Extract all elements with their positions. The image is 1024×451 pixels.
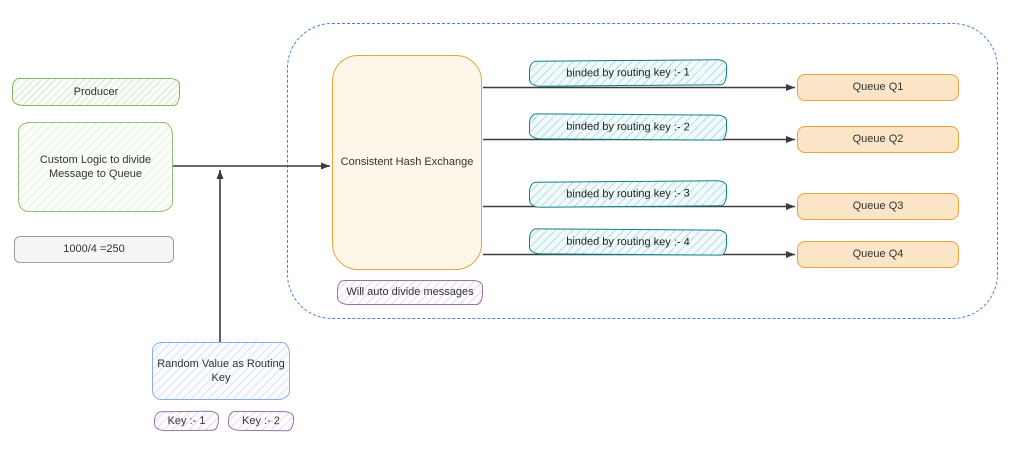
- queue-q3-node: Queue Q3: [797, 193, 959, 220]
- binding-label-4: binded by routing key :- 4: [528, 228, 728, 256]
- key-2-node: Key :- 2: [227, 410, 295, 432]
- queue-q1-node: Queue Q1: [797, 74, 959, 101]
- producer-node: Producer: [12, 78, 180, 106]
- binding-label-2: binded by routing key :- 2: [528, 113, 728, 141]
- auto-divide-note: Will auto divide messages: [337, 280, 483, 305]
- binding-label-1: binded by routing key :- 1: [528, 59, 728, 87]
- binding-label-3: binded by routing key :- 3: [528, 180, 728, 208]
- random-value-node: Random Value as Routing Key: [152, 342, 290, 400]
- queue-q4-node: Queue Q4: [797, 241, 959, 268]
- custom-logic-node: Custom Logic to divide Message to Queue: [18, 122, 173, 212]
- exchange-boundary-box: [287, 23, 998, 319]
- queue-q2-node: Queue Q2: [797, 126, 959, 153]
- calculation-node: 1000/4 =250: [14, 236, 174, 263]
- key-1-node: Key :- 1: [153, 410, 220, 432]
- consistent-hash-exchange-node: Consistent Hash Exchange: [332, 55, 482, 270]
